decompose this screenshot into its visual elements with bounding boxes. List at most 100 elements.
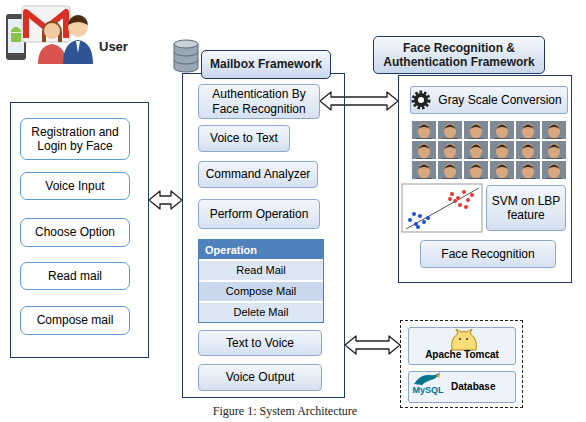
logo-text: MySQL <box>410 385 446 397</box>
box-text: Compose Mail <box>226 285 296 298</box>
user-icons <box>22 6 70 42</box>
gear-icon <box>413 92 429 108</box>
box-text: Command Analyzer <box>206 167 311 181</box>
user-icons <box>38 44 66 64</box>
tomcat-logo <box>408 327 516 365</box>
svm-scatter-plot <box>466 198 470 202</box>
process-box: Face Recognition <box>420 240 556 268</box>
user-action-box: Compose mail <box>20 306 130 335</box>
user-icons <box>76 41 80 53</box>
svm-scatter-plot <box>448 190 474 209</box>
gear-icon <box>418 97 424 103</box>
process-box: Command Analyzer <box>198 161 318 188</box>
gear-icon <box>414 93 428 107</box>
box-text: Read Mail <box>236 264 286 277</box>
box-text: Database <box>451 381 495 393</box>
operation-table: OperationRead MailCompose MailDelete Mai… <box>198 239 324 323</box>
svm-scatter-plot <box>448 197 452 201</box>
box-text: Registration and Login by Face <box>25 125 125 154</box>
box-text: Authentication By Face Recognition <box>203 87 315 116</box>
svm-scatter-plot <box>453 199 457 203</box>
gear-icon <box>410 86 568 114</box>
process-box: Voice to Text <box>198 125 290 152</box>
svm-scatter-plot <box>464 205 468 209</box>
user-panel: UserRegistration and Login by FaceVoice … <box>10 102 149 358</box>
box-text: Choose Option <box>35 225 115 239</box>
svm-scatter-plot <box>402 184 482 232</box>
tomcat-logo <box>408 327 516 365</box>
box-text: Perform Operation <box>210 207 309 221</box>
double-arrow <box>149 191 182 209</box>
svm-scatter-plot <box>456 196 460 200</box>
box-text: Text to Voice <box>226 336 294 350</box>
tomcat-logo <box>459 338 461 340</box>
database-icon <box>174 40 198 48</box>
mysql-logo <box>408 371 516 403</box>
box-text: Read mail <box>48 269 102 283</box>
operation-row: Delete Mail <box>199 303 323 322</box>
process-box: Gray Scale Conversion <box>410 86 568 114</box>
svm-scatter-plot <box>406 188 479 229</box>
svm-scatter-plot <box>450 192 454 196</box>
heading-text: User <box>99 39 128 54</box>
mysql-logo <box>414 372 440 385</box>
svm-scatter-plot <box>418 214 422 218</box>
process-box: SVM on LBP feature <box>486 185 566 231</box>
user-icons <box>11 33 21 42</box>
database-icon <box>174 40 198 72</box>
box-text: Voice Output <box>226 370 295 384</box>
panel-heading: Operation <box>199 240 323 259</box>
box-text: Delete Mail <box>233 306 288 319</box>
box-text: Compose mail <box>37 313 114 327</box>
user-action-box: Voice Input <box>20 172 130 200</box>
svm-scatter-plot <box>462 190 466 194</box>
user-icons <box>68 15 88 25</box>
user-action-box: Read mail <box>20 262 130 290</box>
heading-text: Mailbox Framework <box>210 57 322 71</box>
box-text: Apache Tomcat <box>425 349 499 361</box>
box-text: Gray Scale Conversion <box>438 93 561 107</box>
svm-scatter-plot <box>408 212 430 229</box>
box-text: SVM on LBP feature <box>491 194 561 223</box>
svm-scatter-plot <box>402 184 482 232</box>
server-box: Apache Tomcat <box>408 327 516 365</box>
framework-panel: Mailbox FrameworkAuthentication By Face … <box>182 73 345 398</box>
double-arrow <box>345 336 400 354</box>
box-text: Voice to Text <box>210 131 278 145</box>
tomcat-logo <box>466 338 468 340</box>
face-samples <box>411 120 567 180</box>
panel-heading: Mailbox Framework <box>201 50 331 79</box>
svm-scatter-plot <box>458 203 462 207</box>
heading-text: Face Recognition & Authentication Framew… <box>378 41 540 70</box>
face-samples <box>411 120 567 180</box>
svm-scatter-plot <box>408 218 412 222</box>
panel-heading: User <box>99 37 143 55</box>
database-icon <box>174 52 198 64</box>
figure-caption: Figure 1: System Architecture <box>170 404 400 420</box>
box-text: Voice Input <box>45 179 104 193</box>
tomcat-logo <box>452 329 477 350</box>
user-icons <box>63 40 93 64</box>
process-box: Text to Voice <box>198 330 322 356</box>
user-action-box: Registration and Login by Face <box>20 118 130 160</box>
svm-scatter-plot <box>426 216 430 220</box>
double-arrow <box>320 92 398 110</box>
heading-text: Operation <box>205 244 257 256</box>
framework-panel: Face Recognition & Authentication Framew… <box>398 75 572 283</box>
mysql-logo <box>408 371 516 403</box>
user-icons <box>11 27 21 32</box>
gear-icon <box>410 86 568 114</box>
panel-heading: Face Recognition & Authentication Framew… <box>373 36 545 74</box>
operation-row: Compose Mail <box>199 282 323 301</box>
svm-scatter-plot <box>422 220 426 224</box>
process-box: Perform Operation <box>198 199 320 229</box>
process-box: Voice Output <box>198 364 322 391</box>
svm-scatter-plot <box>470 193 474 197</box>
user-icons <box>6 6 93 64</box>
user-icons <box>44 23 60 39</box>
svm-scatter-plot <box>416 225 420 229</box>
process-box: Authentication By Face Recognition <box>198 84 320 119</box>
svm-scatter-plot <box>412 212 416 216</box>
mysql-logo <box>436 373 440 378</box>
operation-row: Read Mail <box>199 261 323 280</box>
